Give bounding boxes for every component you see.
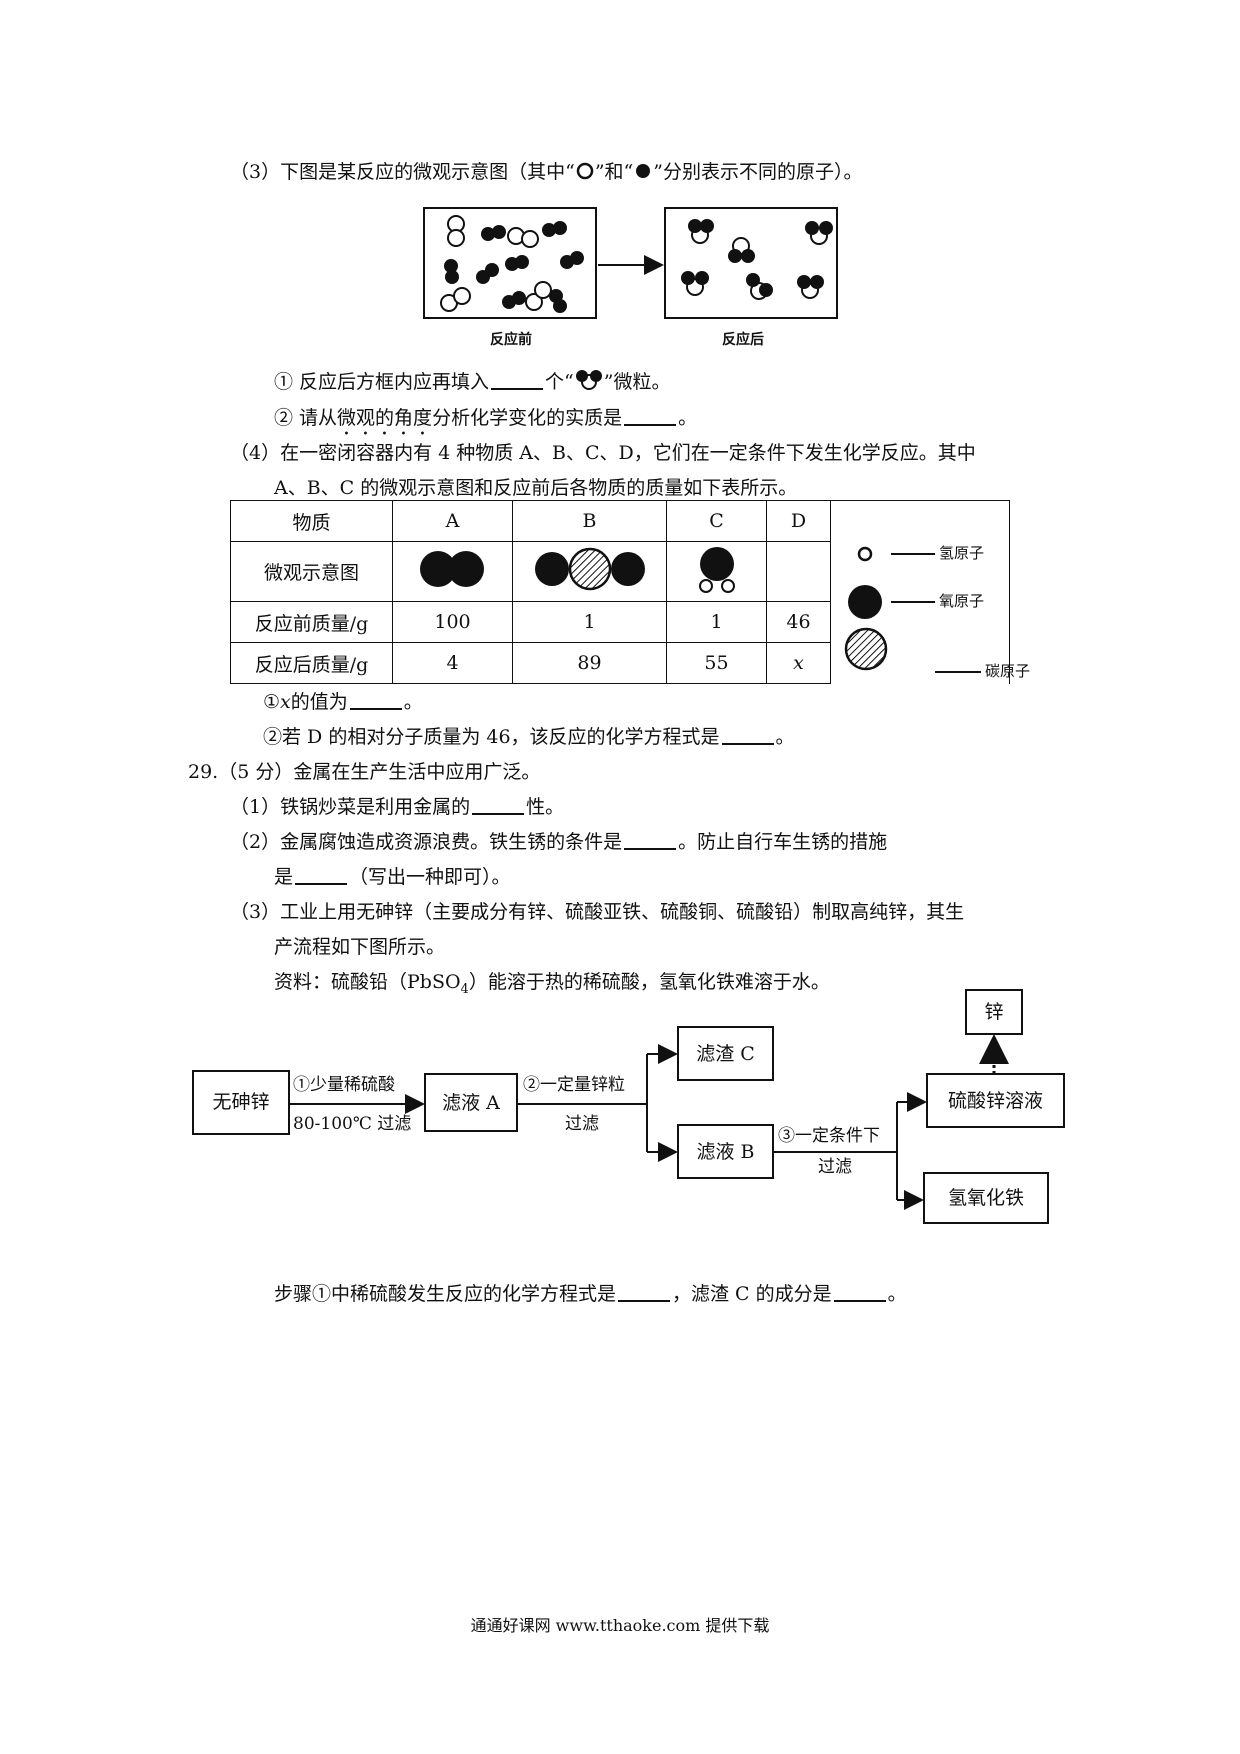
answer-blank[interactable]	[618, 1282, 671, 1302]
answer-blank[interactable]	[295, 865, 348, 885]
hydrogen-atom-icon	[857, 547, 873, 562]
substance-table: 物质 A B C D 氢原子 氧原子 微观示意图	[230, 500, 1010, 684]
q28-3-sub1: ① 反应后方框内应再填入个“”微粒。	[274, 370, 671, 393]
flow-filtrate-a: 滤液 A	[442, 1092, 500, 1114]
legend-carbon: 碳原子	[935, 659, 1030, 683]
q28-4-line2: A、B、C 的微观示意图和反应前后各物质的质量如下表所示。	[274, 477, 798, 499]
flow-feoh3: 氢氧化铁	[947, 1187, 1024, 1209]
q28-4-line1: （4）在一密闭容器内有 4 种物质 A、B、C、D，它们在一定条件下发生化学反应…	[230, 442, 976, 464]
q28-3-sub2: ② 请从微观的角度分析化学变化的实质是。	[274, 406, 698, 429]
after-box	[664, 207, 838, 319]
table-row: 反应后质量/g 4 89 55 x	[230, 642, 1010, 684]
legend-cell: 氢原子 氧原子	[830, 500, 1010, 684]
answer-blank[interactable]	[833, 1282, 886, 1302]
flow-step2-bottom: 过滤	[565, 1114, 599, 1134]
flow-step1-bottom: 80-100℃ 过滤	[293, 1114, 412, 1134]
answer-blank[interactable]	[721, 725, 774, 745]
carbon-atom-icon	[844, 628, 888, 671]
after-label: 反应后	[722, 332, 764, 348]
flow-step1-top: ①少量稀硫酸	[293, 1075, 395, 1095]
flow-znso4: 硫酸锌溶液	[947, 1090, 1043, 1112]
black-atom-icon	[636, 164, 651, 178]
flow-start: 无砷锌	[212, 1091, 270, 1113]
legend-oxygen: 氧原子	[939, 592, 985, 611]
answer-blank[interactable]	[472, 795, 525, 815]
q29-p2-cont: 是（写出一种即可）。	[274, 865, 511, 888]
q29-p3-line1: （3）工业上用无砷锌（主要成分有锌、硫酸亚铁、硫酸铜、硫酸铅）制取高纯锌，其生	[230, 901, 965, 923]
molecule-c-icon	[698, 547, 735, 593]
molecule-b-icon	[534, 547, 645, 591]
oxygen-atom-icon	[848, 585, 882, 620]
q28-3-intro: （3）下图是某反应的微观示意图（其中“”和“”分别表示不同的原子）。	[230, 161, 863, 183]
white-atom-icon	[576, 162, 594, 180]
q29-p2: （2）金属腐蚀造成资源浪费。铁生锈的条件是。防止自行车生锈的措施	[230, 830, 888, 853]
table-row: 反应前质量/g 100 1 1 46	[230, 601, 1010, 643]
q29-last: 步骤①中稀硫酸发生反应的化学方程式是，滤渣 C 的成分是。	[274, 1282, 907, 1305]
flow-residue-c: 滤渣 C	[696, 1043, 755, 1065]
answer-blank[interactable]	[624, 406, 677, 426]
q29-p3-line2: 产流程如下图所示。	[274, 936, 446, 958]
q28-4-sub1: ①x的值为。	[263, 690, 423, 713]
answer-blank[interactable]	[491, 370, 544, 390]
q29-info: 资料：硫酸铅（PbSO4）能溶于热的稀硫酸，氢氧化铁难溶于水。	[274, 971, 830, 997]
process-flowchart	[192, 989, 1065, 1224]
answer-blank[interactable]	[624, 830, 677, 850]
answer-blank[interactable]	[349, 690, 402, 710]
water-molecule-icon	[575, 370, 602, 390]
flow-step3-top: ③一定条件下	[778, 1126, 880, 1146]
reaction-diagram	[423, 207, 838, 319]
molecule-a-icon	[419, 551, 484, 587]
q29-head: 29.（5 分）金属在生产生活中应用广泛。	[188, 761, 541, 783]
before-box	[423, 207, 597, 319]
flow-filtrate-b: 滤液 B	[696, 1141, 755, 1163]
q29-p1: （1）铁锅炒菜是利用金属的性。	[230, 795, 565, 818]
page-footer: 通通好课网 www.tthaoke.com 提供下载	[470, 1616, 770, 1635]
table-row: 物质 A B C D 氢原子 氧原子	[230, 500, 1010, 684]
flow-step2-top: ②一定量锌粒	[523, 1075, 625, 1095]
before-label: 反应前	[490, 332, 532, 348]
flow-zinc: 锌	[984, 1001, 1004, 1023]
legend-hydrogen: 氢原子	[939, 544, 985, 563]
q28-4-sub2: ②若 D 的相对分子质量为 46，该反应的化学方程式是。	[263, 725, 795, 748]
flow-step3-bottom: 过滤	[818, 1157, 852, 1177]
